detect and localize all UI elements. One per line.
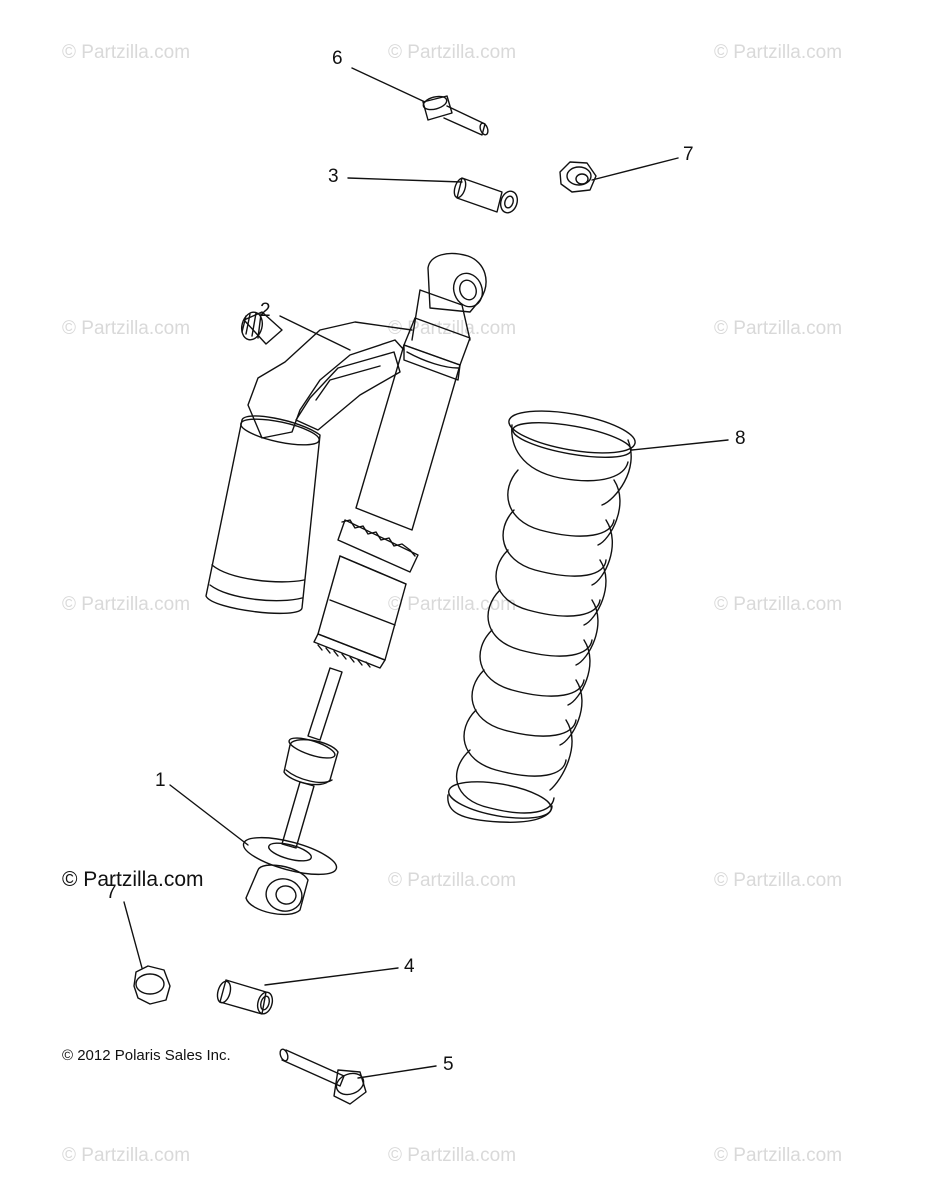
watermark: © Partzilla.com bbox=[714, 1145, 843, 1166]
part-8-spring bbox=[447, 410, 636, 823]
callout-7b: 7 bbox=[106, 882, 117, 903]
part-7-nut-bottom bbox=[133, 965, 171, 1005]
watermark: © Partzilla.com bbox=[62, 42, 191, 63]
part-7-nut-top bbox=[559, 161, 597, 193]
watermark: © Partzilla.com bbox=[388, 870, 517, 891]
leader-lines bbox=[123, 67, 729, 1079]
callout-4: 4 bbox=[404, 956, 415, 977]
copyright-notice: © 2012 Polaris Sales Inc. bbox=[62, 1047, 231, 1064]
watermark: © Partzilla.com bbox=[388, 594, 517, 615]
part-5-bolt bbox=[279, 1048, 367, 1105]
part-6-bolt bbox=[422, 95, 489, 136]
callout-7: 7 bbox=[683, 144, 694, 165]
callout-3: 3 bbox=[328, 166, 339, 187]
watermark: © Partzilla.com bbox=[714, 42, 843, 63]
part-4-bushing bbox=[216, 979, 274, 1015]
watermark: © Partzilla.com bbox=[62, 1145, 191, 1166]
watermark: © Partzilla.com bbox=[714, 318, 843, 339]
watermark: © Partzilla.com bbox=[62, 594, 191, 615]
watermark: © Partzilla.com bbox=[388, 318, 517, 339]
watermark: © Partzilla.com bbox=[388, 1145, 517, 1166]
callout-6: 6 bbox=[332, 48, 343, 69]
watermark: © Partzilla.com bbox=[714, 594, 843, 615]
watermark-dark: © Partzilla.com bbox=[62, 868, 204, 891]
watermark: © Partzilla.com bbox=[714, 870, 843, 891]
callout-2: 2 bbox=[260, 300, 271, 321]
callout-1: 1 bbox=[155, 770, 166, 791]
part-2-shock bbox=[205, 252, 487, 916]
watermark: © Partzilla.com bbox=[388, 42, 517, 63]
callout-5: 5 bbox=[443, 1054, 454, 1075]
callout-8: 8 bbox=[735, 428, 746, 449]
watermark: © Partzilla.com bbox=[62, 318, 191, 339]
part-3-bushing bbox=[453, 177, 519, 214]
